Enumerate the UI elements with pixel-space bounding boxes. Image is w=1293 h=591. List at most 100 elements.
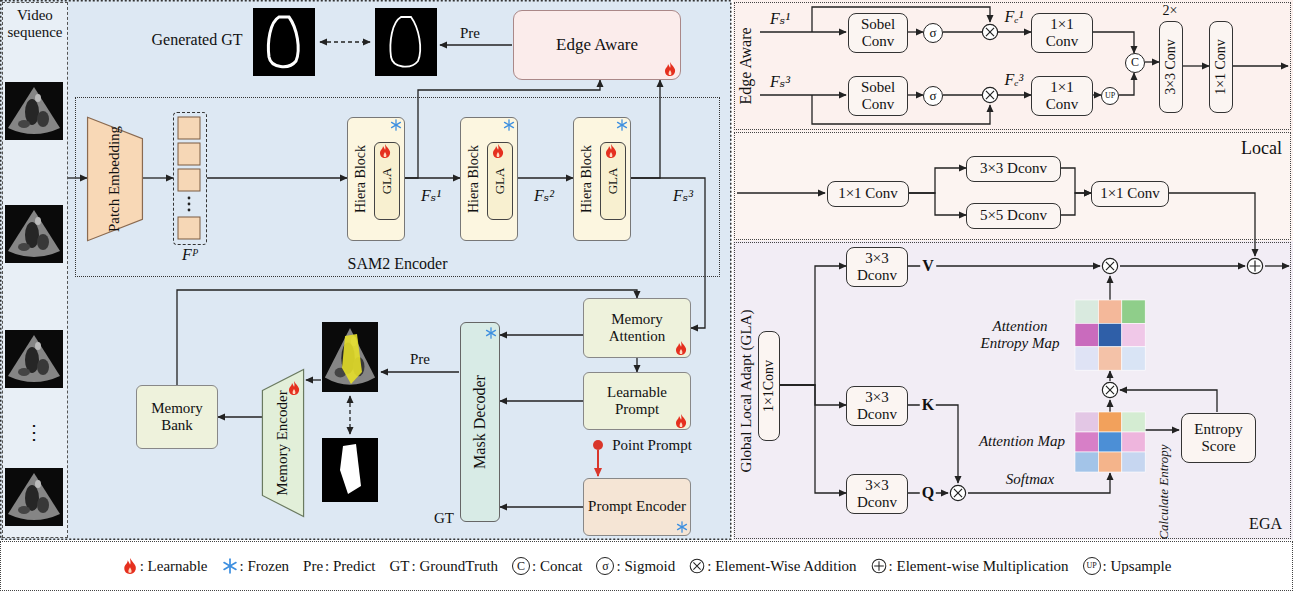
legend-item: C: Concat	[512, 557, 582, 575]
node-text: Hiera Block	[353, 145, 369, 213]
node-text: UP	[1102, 91, 1118, 100]
edge-label: Fₛ³	[673, 187, 693, 205]
signal-lines	[737, 7, 1289, 493]
conv-box: Sobel Conv	[848, 76, 908, 116]
attention-entropy-map-part	[1075, 323, 1098, 346]
learnable-icons-part	[676, 341, 686, 355]
operator-symbols-part	[1247, 258, 1262, 273]
prediction-arrows-part	[381, 371, 459, 372]
connector	[780, 266, 846, 385]
signal-lines-part	[1109, 371, 1110, 381]
legend-text: : GroundTruth	[412, 558, 499, 575]
predicted-frame	[322, 322, 378, 392]
legend-icon	[224, 559, 236, 573]
attention-entropy-map-part	[1075, 300, 1098, 323]
connector	[1093, 32, 1134, 53]
signal-lines-part	[1168, 193, 1255, 256]
attention-entropy-map-part	[1098, 323, 1121, 346]
connector	[943, 94, 1031, 95]
video-frames-part	[5, 468, 63, 526]
legend-text: : Frozen	[240, 558, 290, 575]
legend-text: : Element-Wise Addition	[707, 558, 856, 575]
legend-item: : Frozen	[222, 558, 290, 575]
adapter-box: GLA	[374, 142, 400, 220]
conv-box: 3×3 Dconv	[846, 247, 908, 287]
legend-icon	[222, 558, 238, 574]
patch-tokens-part	[188, 197, 191, 200]
attention-map-part	[1098, 412, 1121, 432]
legend-sample: C	[512, 557, 530, 575]
patch-tokens-part	[178, 143, 200, 165]
connector	[780, 385, 846, 493]
legend-sample: GT	[390, 558, 410, 575]
arrow-label: Pre	[410, 351, 430, 368]
attention-entropy-map-part	[1098, 300, 1121, 323]
node-text: 3×3 Conv	[1163, 39, 1179, 95]
attention-map-part	[1122, 412, 1145, 432]
node-text: 3×3 Dconv	[850, 477, 904, 512]
video-frames-part	[5, 330, 63, 388]
operator-symbols	[950, 24, 1262, 500]
video-strip: Video sequence	[2, 2, 68, 538]
generated-gt-masks	[253, 8, 512, 76]
legend-icon	[871, 558, 887, 574]
node-text: EGA	[1249, 515, 1282, 533]
module-box: Edge Aware	[513, 10, 681, 80]
node-text: Prompt Encoder	[588, 498, 686, 515]
node-text: GLA	[380, 168, 395, 195]
node-text: 3×3 Dconv	[970, 160, 1057, 177]
node-text: GLA	[493, 168, 508, 195]
memory-box: Memory Bank	[136, 385, 218, 449]
node-text: Patch Embedding	[106, 126, 123, 232]
frozen-icons	[392, 120, 687, 532]
feature-label: Fₛ³	[770, 73, 790, 91]
connector	[518, 177, 573, 178]
node-text: σ	[924, 26, 942, 41]
frozen-icons-part	[487, 328, 496, 338]
conv-box: 3×3 Conv	[1159, 21, 1183, 113]
node-text: Memory Encoder	[274, 390, 291, 495]
signal-lines-part	[737, 192, 825, 193]
learnable-icons-part	[606, 144, 616, 158]
conv-box: 1×1 Conv	[1209, 21, 1233, 113]
signal-lines-part	[760, 31, 846, 32]
learnable-icons-part	[380, 144, 390, 158]
legend-icon	[872, 559, 886, 573]
encoder-group: SAM2 EncoderPatch EmbeddingFᴾHiera Block…	[75, 97, 720, 277]
connector	[908, 31, 923, 32]
map-label: Attention Entropy Map	[970, 318, 1070, 353]
node-text: 1×1Conv	[761, 360, 777, 412]
node-text: Global Local Adapt (GLA)	[738, 309, 755, 472]
point-prompt-pin-part	[597, 450, 599, 476]
signal-lines-part	[907, 405, 958, 483]
feature-label: Fₑ³	[1005, 71, 1024, 89]
connector	[500, 506, 583, 507]
node-text: GLA	[606, 168, 621, 195]
node-text: 1×1 Conv	[1213, 39, 1229, 95]
generated-gt-masks-part	[390, 17, 420, 67]
conv-box: 1×1 Conv	[827, 181, 909, 207]
operator-symbols-part	[1102, 258, 1117, 273]
connector	[500, 334, 583, 335]
conv-box: 3×3 Dconv	[846, 386, 908, 426]
video-frames-part	[5, 82, 63, 140]
adapter-box: GLA	[487, 142, 513, 220]
connector	[68, 177, 87, 178]
generated-gt-masks-part	[440, 44, 512, 45]
legend-text: : Upsample	[1103, 558, 1172, 575]
prediction-arrows	[306, 372, 459, 434]
operation-label: Calculate Entropy	[1157, 444, 1172, 539]
attention-map-part	[1075, 452, 1098, 472]
prediction-arrows-part	[349, 396, 350, 434]
panel-grounds-part	[0, 540, 1293, 591]
shape-outline	[88, 117, 143, 240]
module-box: Memory Attention	[583, 298, 691, 358]
learnable-icons	[289, 62, 686, 428]
video-frames-part	[5, 205, 63, 263]
attention-map-part	[1122, 452, 1145, 472]
frozen-icons-part	[618, 120, 627, 130]
legend-text: : Predict	[325, 558, 375, 575]
module-box: Prompt Encoder	[583, 478, 691, 536]
repeat-label: 2×	[1163, 3, 1178, 19]
